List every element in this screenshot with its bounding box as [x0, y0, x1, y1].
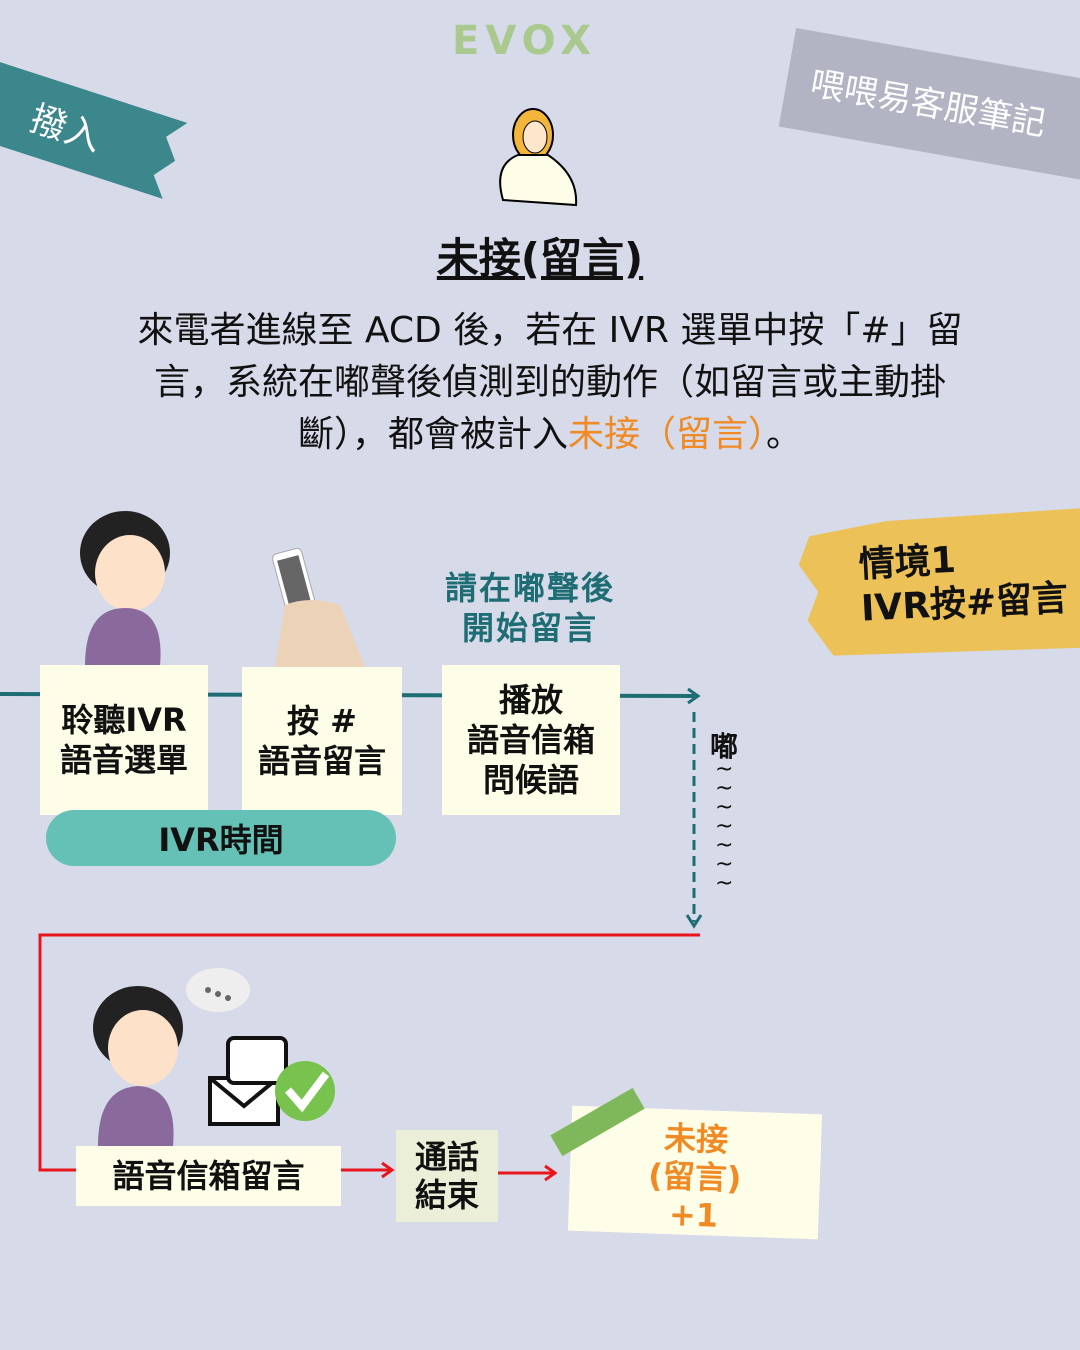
step-line: 結束 [414, 1176, 479, 1214]
call-end-step: 通話結束 [396, 1130, 498, 1222]
step-line: 語音選單 [59, 741, 188, 779]
hint-line2: 開始留言 [461, 609, 598, 647]
hand-phone-illustration [272, 547, 365, 667]
description-end: 。 [766, 414, 803, 455]
description-text: 來電者進線至 ACD 後，若在 IVR 選單中按「#」留言，系統在嘟聲後偵測到的… [137, 310, 963, 455]
voicemail-step: 語音信箱留言 [76, 1146, 341, 1206]
step-play-greeting: 播放語音信箱問候語 [442, 665, 620, 815]
step-line: 語音信箱 [466, 721, 595, 759]
step-line: 播放 [498, 681, 563, 719]
page-title: 未接(留言) [436, 234, 644, 283]
description: 來電者進線至 ACD 後，若在 IVR 選單中按「#」留言，系統在嘟聲後偵測到的… [110, 305, 990, 461]
ivr-time-pill: IVR時間 [46, 810, 396, 866]
beep-label: 嘟 [710, 730, 739, 763]
step-line: 按 # [287, 702, 357, 740]
step-press-hash: 按 #語音留言 [242, 667, 402, 815]
description-highlight: 未接（留言） [567, 414, 766, 455]
beep-wave: ~~~~~~~ [715, 757, 734, 896]
hint-line1: 請在嘟聲後 [444, 569, 615, 607]
caller-illustration [80, 511, 170, 666]
result-count: +1 [668, 1195, 719, 1235]
step-line: 通話 [414, 1138, 479, 1176]
step-line: 語音留言 [257, 742, 386, 780]
beep-hint: 請在嘟聲後開始留言 [420, 568, 640, 648]
evox-logo: EVOX [452, 18, 597, 64]
woman-on-phone-illustration [499, 108, 578, 207]
step-line: 聆聽IVR [61, 701, 187, 739]
voicemail-illustration [93, 968, 335, 1146]
step-line: 問候語 [482, 761, 579, 799]
